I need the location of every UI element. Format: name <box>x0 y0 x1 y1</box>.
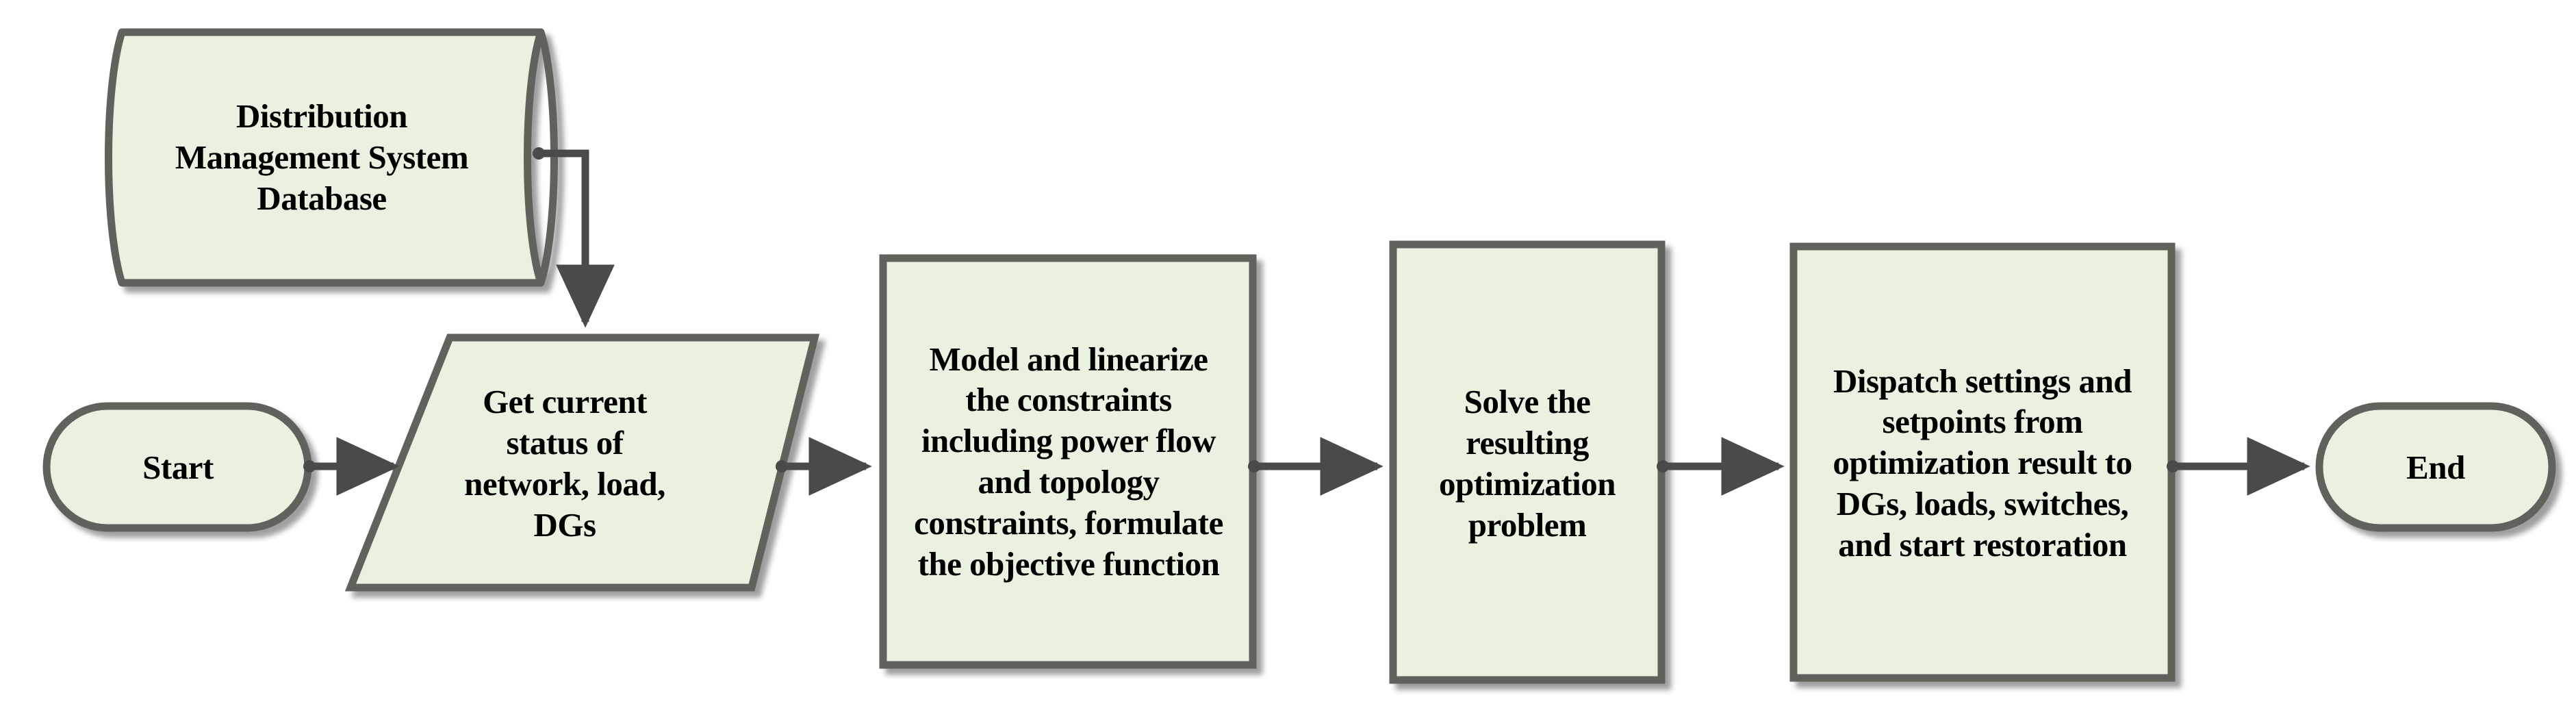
node-end[interactable] <box>2315 402 2556 532</box>
node-get-status[interactable] <box>344 333 820 592</box>
edge-get-status-to-model <box>776 437 872 496</box>
node-dispatch[interactable] <box>1789 242 2176 682</box>
node-model-linearize[interactable] <box>879 254 1257 669</box>
edge-model-to-solve <box>1248 437 1383 496</box>
edge-dispatch-to-end <box>2167 437 2310 496</box>
node-start[interactable] <box>42 402 312 532</box>
node-solve[interactable] <box>1389 240 1666 684</box>
edge-db-to-get-status <box>533 147 615 328</box>
edge-solve-to-dispatch <box>1657 437 1785 496</box>
node-database[interactable] <box>105 28 558 287</box>
edge-start-to-get-status <box>303 437 400 496</box>
